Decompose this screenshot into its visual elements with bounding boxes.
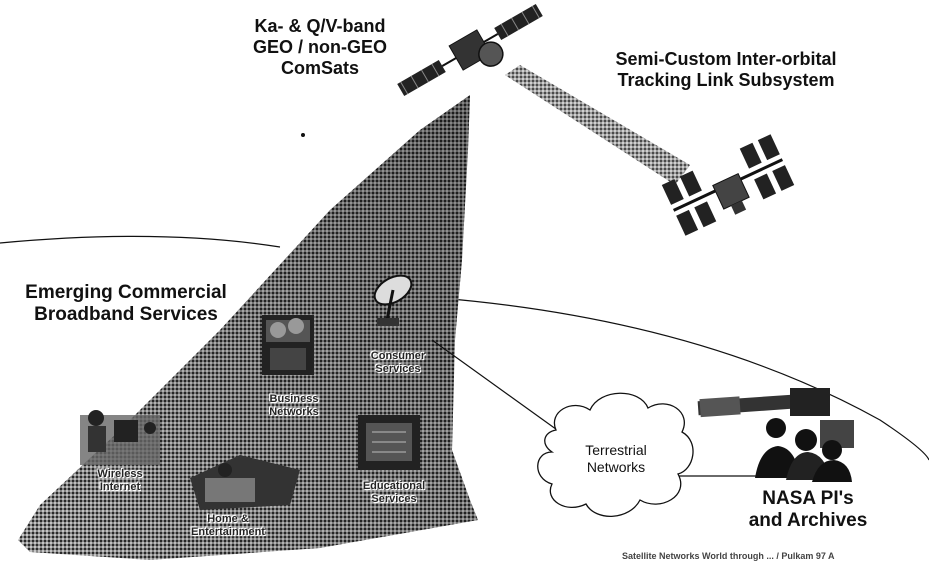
earth-horizon-left <box>0 235 281 248</box>
home-line2: Entertainment <box>191 526 265 539</box>
geo-label-line2: GEO / non-GEO <box>253 37 387 58</box>
wireless-internet-label: Wireless Internet <box>80 468 160 494</box>
geo-label-line3: ComSats <box>280 58 360 79</box>
terrestrial-line2: Networks <box>586 458 646 475</box>
business-people-icon <box>262 315 314 375</box>
geo-satellite-icon <box>397 3 543 97</box>
wireless-line2: Internet <box>99 481 141 494</box>
wireless-line1: Wireless <box>97 468 143 480</box>
terrestrial-line1: Terrestrial <box>585 442 647 458</box>
home-line1: Home & <box>207 513 249 525</box>
terrestrial-networks-label: Terrestrial Networks <box>566 442 666 475</box>
emerging-label-line1: Emerging Commercial <box>25 282 227 303</box>
geo-comsats-label: Ka- & Q/V-band GEO / non-GEO ComSats <box>228 16 412 80</box>
educational-line2: Services <box>371 493 417 506</box>
satellite-dish-icon <box>373 274 413 326</box>
emerging-label-line2: Broadband Services <box>34 304 218 326</box>
terrestrial-cloud <box>537 392 694 517</box>
business-networks-label: Business Networks <box>254 393 334 419</box>
emerging-services-label: Emerging Commercial Broadband Services <box>6 282 246 327</box>
small-dot <box>301 133 305 137</box>
geo-label-line1: Ka- & Q/V-band <box>254 16 386 36</box>
nasa-scientists-icon <box>697 388 854 482</box>
tracking-label-line1: Semi-Custom Inter-orbital <box>615 49 837 69</box>
footer-note: Satellite Networks World through ... / P… <box>622 551 835 561</box>
business-line1: Business <box>269 393 319 405</box>
educational-services-icon <box>358 415 420 470</box>
business-line2: Networks <box>269 406 319 419</box>
educational-line1: Educational <box>362 480 426 492</box>
consumer-line1: Consumer <box>370 350 426 362</box>
consumer-line2: Services <box>375 363 421 376</box>
nasa-line2: and Archives <box>748 510 868 532</box>
home-entertainment-label: Home & Entertainment <box>178 513 278 539</box>
tracking-label-line2: Tracking Link Subsystem <box>617 70 835 91</box>
nasa-pis-label: NASA PI's and Archives <box>738 488 878 533</box>
home-entertainment-icon <box>190 455 300 510</box>
tracking-link-beam <box>505 65 690 185</box>
tracking-link-label: Semi-Custom Inter-orbital Tracking Link … <box>576 49 876 91</box>
space-station-icon <box>661 134 795 236</box>
earth-horizon-right <box>439 297 929 461</box>
link-consumer-to-cloud <box>431 339 561 433</box>
nasa-line1: NASA PI's <box>762 488 854 509</box>
consumer-services-label: Consumer Services <box>358 350 438 376</box>
wireless-internet-icon <box>80 410 160 465</box>
educational-services-label: Educational Services <box>344 480 444 506</box>
